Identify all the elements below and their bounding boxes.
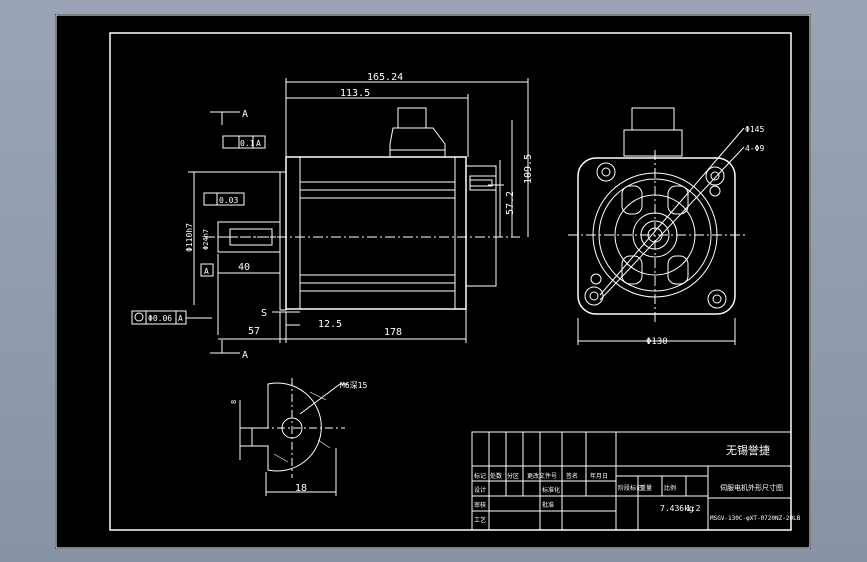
tb-label-4: 签名 (566, 472, 578, 480)
dim-flange-width: Φ130 (646, 337, 668, 347)
runout-value: 0.03 (219, 196, 238, 205)
tb-label-5: 年月日 (590, 472, 608, 480)
dim-body-length: 178 (384, 327, 402, 338)
weight: 7.436kg (660, 504, 694, 513)
dim-overall-length: 165.24 (367, 72, 403, 83)
coax-value: Φ0.06 (148, 314, 172, 323)
tb-label-8: 工艺 (474, 516, 486, 524)
dim-height-total: 109.5 (523, 154, 534, 184)
datum-a: A (204, 267, 209, 276)
dim-inner-length: 113.5 (340, 88, 370, 99)
section-mark-bottom: A (242, 350, 248, 361)
section-hatch (273, 391, 331, 463)
flatness-datum: A (256, 139, 261, 148)
model-number: MSGV-130C-φXT-0720NZ-20LB (710, 515, 801, 522)
drawing-title: 伺服电机外形尺寸图 (720, 483, 783, 492)
flatness-value: 0.1 (240, 139, 255, 148)
section-view (239, 378, 348, 496)
title-block (471, 431, 792, 531)
scale: 1:2 (686, 504, 701, 513)
end-view (568, 107, 745, 345)
inner-border (109, 32, 792, 531)
tb-label-0: 标记 (474, 472, 486, 480)
coax-datum: A (178, 314, 183, 323)
outer-border (55, 14, 811, 549)
tb-label-2: 分区 (507, 472, 519, 480)
keyway-label: M6深15 (340, 381, 367, 390)
side-view (205, 107, 520, 311)
company-name: 无锡誉捷 (726, 443, 770, 457)
tb-label-3: 更改文件号 (527, 472, 557, 480)
dim-step: 12.5 (318, 319, 342, 330)
tb-label-11: 阶段标记 (618, 484, 642, 492)
label-s: S (261, 308, 267, 319)
tb-label-13: 比例 (664, 484, 676, 492)
tb-label-10: 批准 (542, 501, 554, 509)
tb-label-9: 标准化 (542, 486, 560, 494)
section-mark-top: A (242, 109, 248, 120)
dim-shaft-small-dia: Φ24h7 (202, 229, 210, 250)
tb-label-6: 设计 (474, 486, 486, 494)
dim-flange-offset: 57 (248, 326, 260, 337)
dim-key: 18 (295, 483, 307, 494)
dim-shaft-dia: Φ110h7 (185, 223, 194, 252)
dim-shaft-length: 40 (238, 262, 250, 273)
drawing-sheet (55, 14, 811, 549)
side-view-dimensions (131, 78, 529, 354)
key-width: 8 (230, 400, 238, 404)
dim-bolt-circle: Φ145 (745, 125, 764, 134)
tb-label-1: 处数 (490, 472, 502, 480)
tb-label-12: 重量 (640, 484, 652, 492)
dim-height-partial: 57.2 (505, 191, 516, 215)
dim-holes: 4-Φ9 (745, 144, 764, 153)
tb-label-7: 审核 (474, 501, 486, 509)
